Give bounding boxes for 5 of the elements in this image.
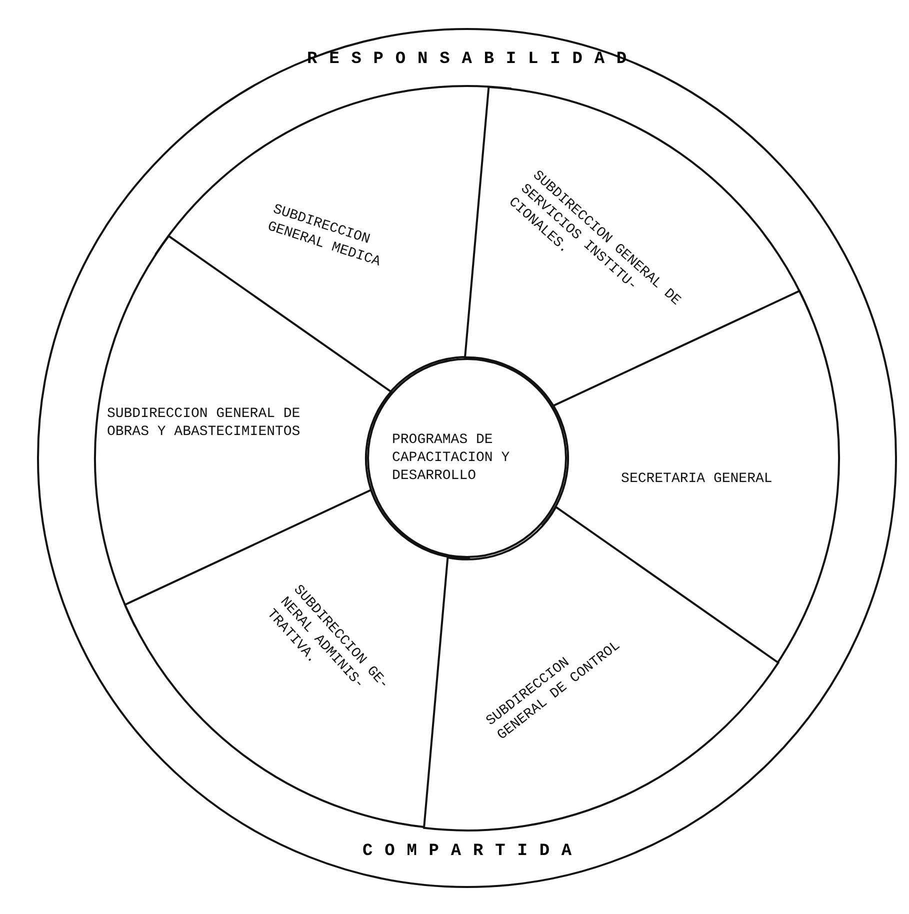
ring-label: COMPARTIDA xyxy=(362,842,584,861)
segment-label: SUBDIRECCION GENERAL DE OBRAS Y ABASTECIMIENTOS xyxy=(106,404,302,440)
segment-label: SECRETARIA GENERAL xyxy=(621,470,774,488)
ring-label: RESPONSABILIDAD xyxy=(307,50,639,69)
hub-label: PROGRAMAS DE CAPACITACION Y DESARROLLO xyxy=(392,431,511,485)
